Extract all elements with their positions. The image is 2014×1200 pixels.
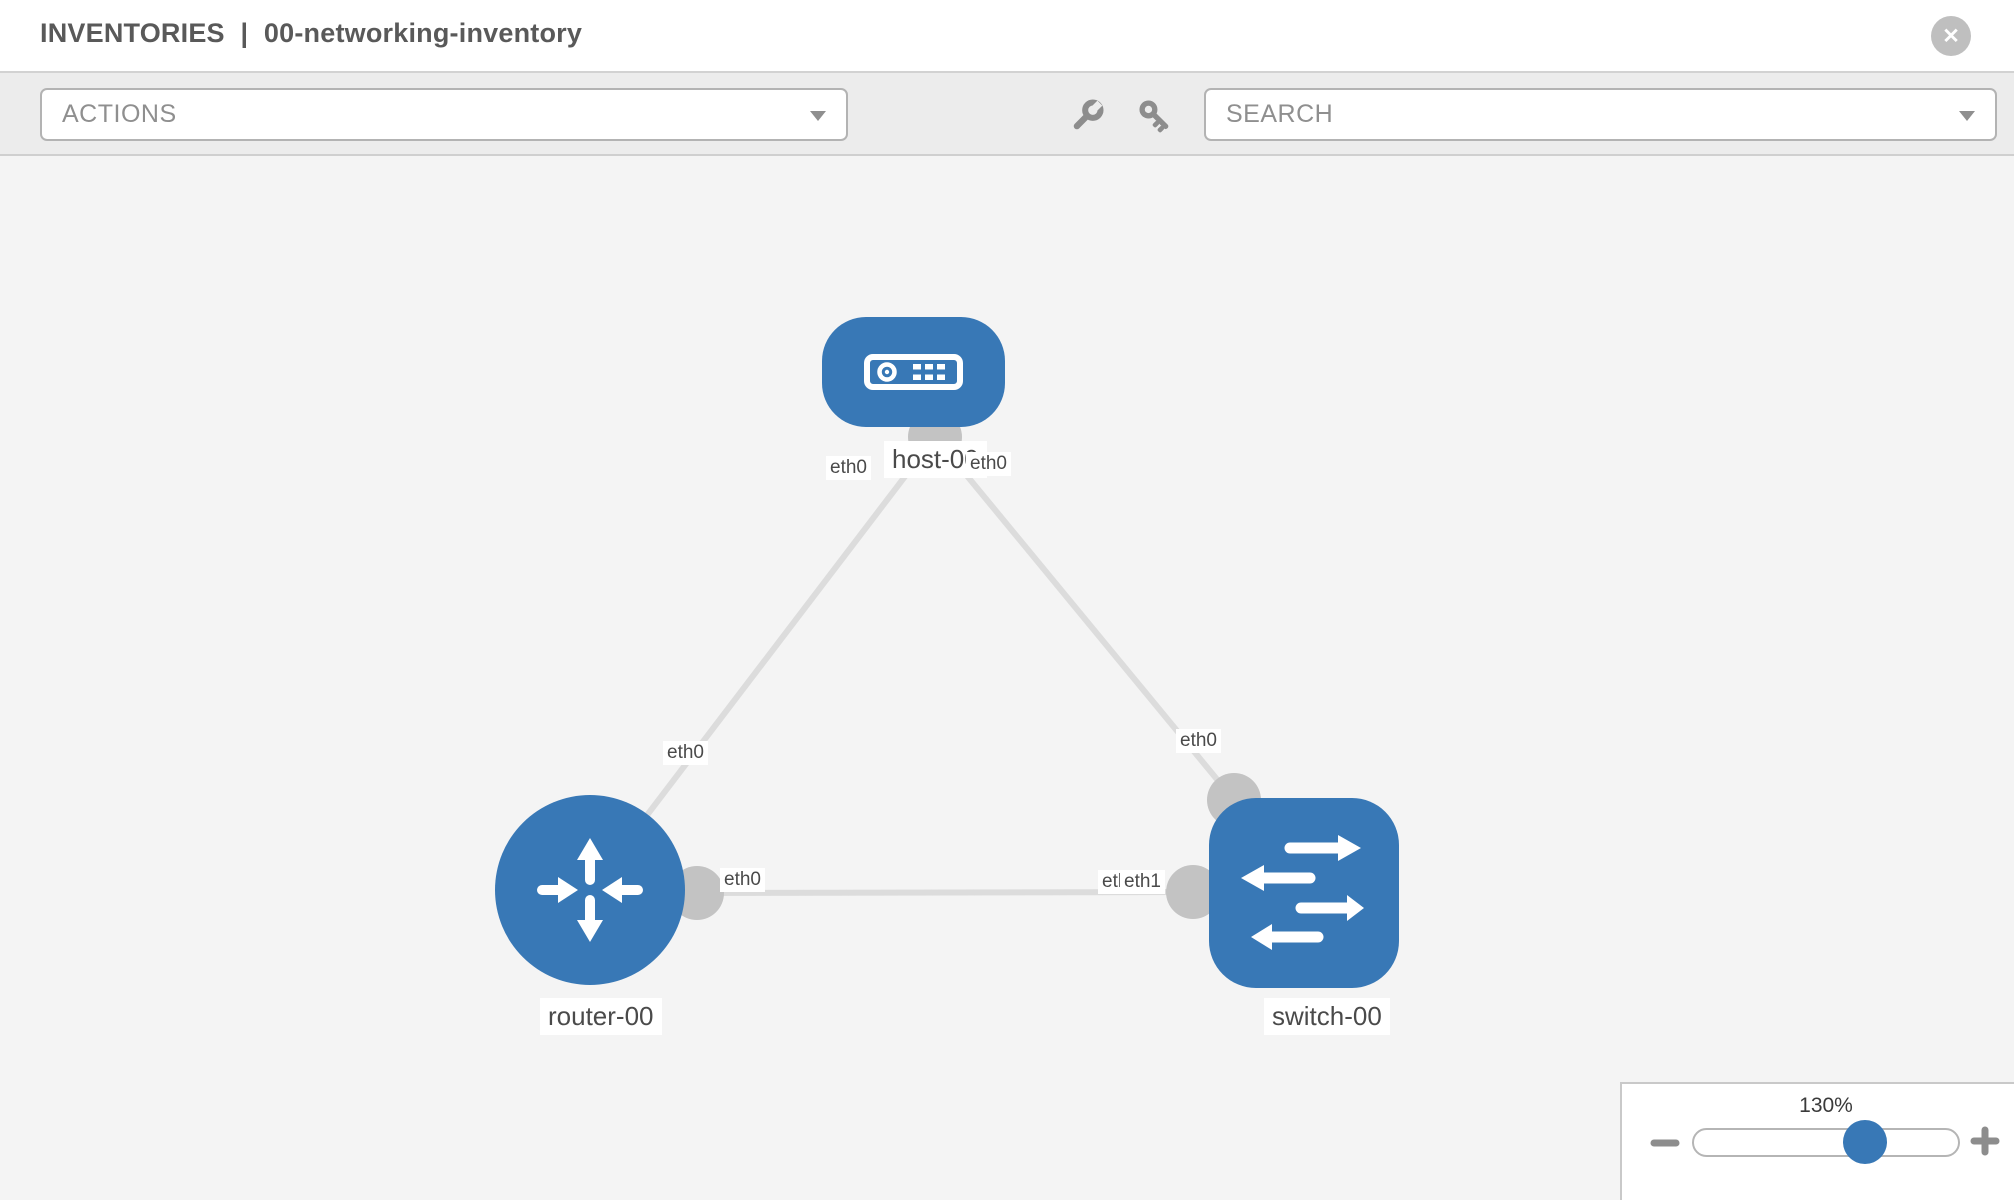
search-dropdown[interactable]: SEARCH — [1204, 88, 1997, 141]
page-title-inventory-name: 00-networking-inventory — [263, 18, 583, 48]
node-switch-00[interactable] — [1209, 798, 1399, 988]
zoom-level-value: 130% — [1799, 1094, 1853, 1117]
close-icon-glyph: ✕ — [1942, 24, 1960, 48]
toolbar: ACTIONS SEARCH — [0, 73, 2014, 156]
actions-dropdown-label: ACTIONS — [62, 100, 177, 128]
chevron-down-icon — [810, 110, 826, 121]
interface-label: eth0 — [826, 456, 871, 480]
search-dropdown-label: SEARCH — [1226, 100, 1334, 128]
links-layer — [587, 410, 1261, 920]
header: INVENTORIES | 00-networking-inventory ✕ — [0, 0, 2014, 73]
node-label-switch: switch-00 — [1264, 998, 1390, 1035]
interface-label: eth1 — [1120, 870, 1165, 894]
zoom-slider-knob[interactable] — [1843, 1120, 1887, 1164]
node-router-00[interactable] — [495, 795, 685, 985]
zoom-panel: 130% — [1620, 1082, 2014, 1200]
interface-connector-switch-left[interactable] — [1166, 865, 1220, 919]
wrench-icon[interactable] — [1066, 97, 1106, 137]
zoom-out-icon[interactable] — [1648, 1130, 1682, 1156]
page-title: INVENTORIES | 00-networking-inventory — [40, 18, 590, 49]
close-icon[interactable]: ✕ — [1931, 16, 1971, 56]
actions-dropdown[interactable]: ACTIONS — [40, 88, 848, 141]
zoom-in-icon[interactable] — [1968, 1124, 2002, 1158]
topology-canvas[interactable]: host-00 router-00 switch-00 eth0 eth0 et… — [0, 156, 2014, 1200]
interface-label: eth0 — [966, 452, 1011, 476]
zoom-slider-track[interactable] — [1692, 1128, 1960, 1157]
interface-label: eth0 — [720, 868, 765, 892]
interface-label: eth0 — [1176, 729, 1221, 753]
switch-icon — [1241, 835, 1364, 950]
node-host-00[interactable] — [822, 317, 1005, 427]
chevron-down-icon — [1959, 110, 1975, 121]
interface-label: eth0 — [663, 741, 708, 765]
host-icon — [864, 354, 963, 390]
page-title-section: INVENTORIES — [40, 18, 225, 48]
router-icon — [537, 838, 643, 942]
node-label-router: router-00 — [540, 998, 662, 1035]
page-title-separator: | — [240, 18, 249, 48]
key-icon[interactable] — [1136, 97, 1176, 137]
